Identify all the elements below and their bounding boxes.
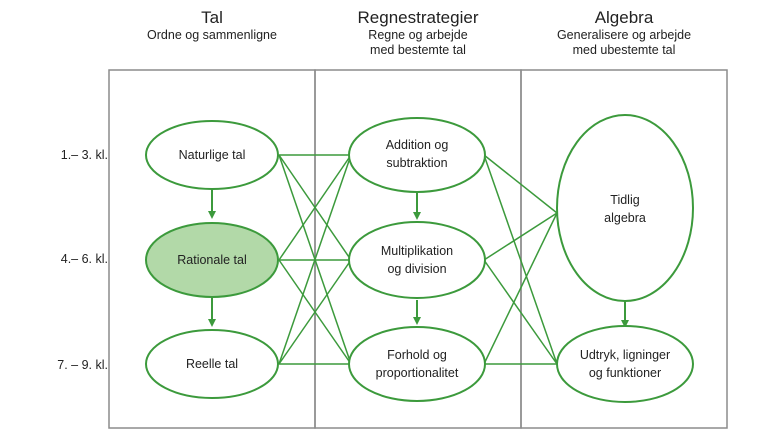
node-tidlig-algebra: Tidlig algebra [556,114,694,302]
column-boxes [108,69,728,429]
column-header-regnestrategier: Regnestrategier Regne og arbejde med bes… [313,8,523,58]
node-naturlige-tal: Naturlige tal [145,120,279,190]
column-subtitle: med bestemte tal [370,43,466,57]
column-box-algebra [520,69,728,429]
connector-line [278,154,352,261]
node-addition-og-subtraktion: Addition og subtraktion [348,117,486,193]
node-ellipse [348,221,486,299]
node-forhold-og-proportionalitet: Forhold og proportionalitet [348,326,486,402]
node-label: Forhold og [387,348,447,362]
node-label: Tidlig [610,193,639,207]
column-title: Regnestrategier [357,8,479,27]
connection-lines [278,154,558,365]
connector-line [483,212,558,365]
node-label: Reelle tal [186,357,238,371]
connector-line [483,212,558,261]
node-label: proportionalitet [376,366,459,380]
node-reelle-tal: Reelle tal [145,329,279,399]
column-subtitle: med ubestemte tal [572,43,676,57]
node-label: Naturlige tal [179,148,246,162]
column-title: Algebra [594,8,654,27]
node-multiplikation-og-division: Multiplikation og division [348,221,486,299]
connector-line [483,154,558,365]
column-subtitle: Generalisere og arbejde [556,28,692,42]
column-header-algebra: Algebra Generalisere og arbejde med ubes… [519,8,729,58]
node-label: Multiplikation [381,244,453,258]
node-ellipse [145,329,279,399]
connector-line [278,154,352,365]
node-rationale-tal: Rationale tal [145,222,279,298]
progression-arrows [208,186,629,328]
connector-line [483,154,558,214]
node-ellipse [348,117,486,193]
grade-label-7-9: 7. – 9. kl. [57,358,108,372]
connector-line [483,259,558,365]
grade-label-1-3: 1.– 3. kl. [60,148,108,162]
node-label: Addition og [386,138,449,152]
column-subtitle: Regne og arbejde [368,28,468,42]
connector-line [278,259,352,365]
node-label: Rationale tal [177,253,247,267]
node-ellipse [348,326,486,402]
node-ellipse [145,222,279,298]
column-header-tal: Tal Ordne og sammenligne [107,8,317,43]
node-label: og funktioner [589,366,661,380]
node-ellipse [556,325,694,403]
node-label: algebra [604,211,646,225]
node-label: og division [387,262,446,276]
node-label: subtraktion [386,156,447,170]
column-title: Tal [201,8,223,27]
grade-label-4-6: 4.– 6. kl. [60,252,108,266]
node-ellipse [556,114,694,302]
node-udtryk-ligninger-og-funktioner: Udtryk, ligninger og funktioner [556,325,694,403]
node-ellipse [145,120,279,190]
column-subtitle: Ordne og sammenligne [147,28,277,42]
node-label: Udtryk, ligninger [580,348,670,362]
